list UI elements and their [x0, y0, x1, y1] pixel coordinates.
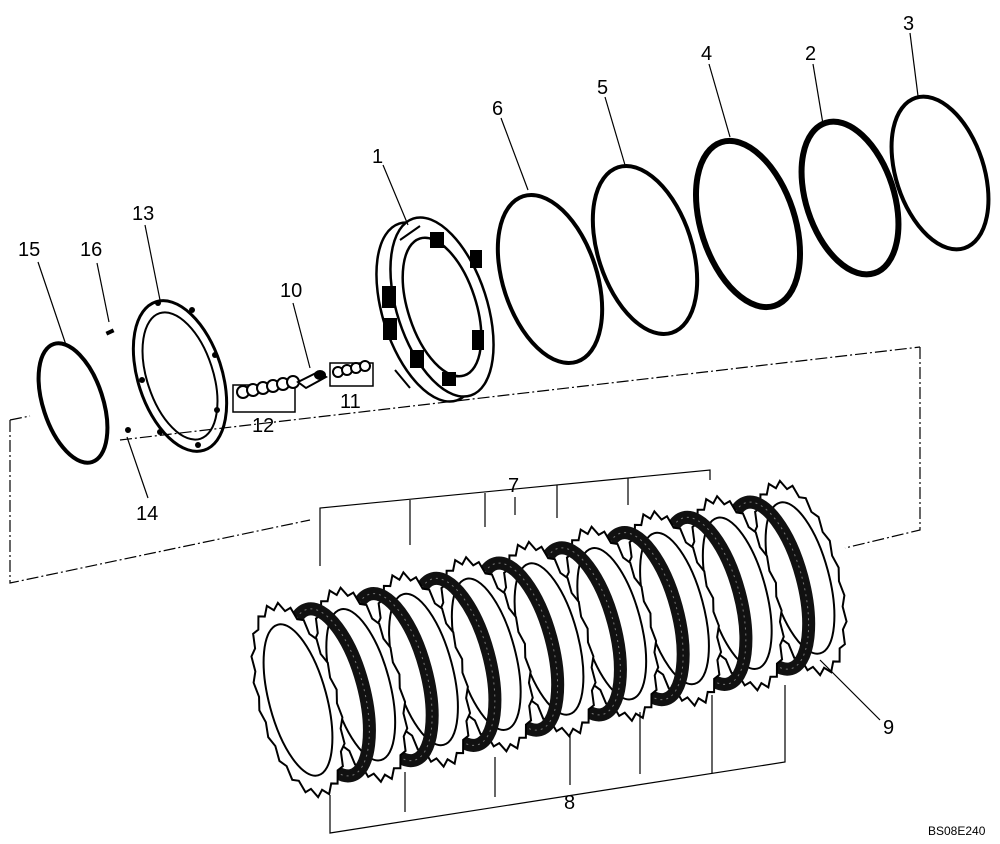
- drawing-reference-code: BS08E240: [928, 824, 986, 838]
- callout-15: 15: [18, 239, 40, 261]
- assembly-connection-line-3: [9, 415, 31, 421]
- callout-4: 4: [701, 43, 712, 65]
- bracket-part-8: [329, 685, 786, 834]
- leader-lines: [37, 32, 919, 721]
- pin-part-16: [105, 328, 115, 336]
- assembly-connection-line-2: [9, 420, 311, 584]
- snap-ring-15: [36, 341, 110, 465]
- callout-3: 3: [903, 13, 914, 35]
- spring-pack-12: [232, 375, 300, 413]
- callout-5: 5: [597, 77, 608, 99]
- piston-part-1: [375, 216, 495, 403]
- assembly-connection-line: [844, 347, 921, 549]
- retainer-plate-13: [131, 299, 229, 453]
- clutch-disc-stack: [250, 479, 848, 799]
- callout-13: 13: [132, 203, 154, 225]
- seal-ring-2: [798, 118, 902, 278]
- callout-1: 1: [372, 146, 383, 168]
- callout-12: 12: [252, 415, 274, 437]
- ball-part-14: [125, 427, 131, 433]
- bracket-part-7: [319, 469, 711, 566]
- callout-2: 2: [805, 43, 816, 65]
- callout-16: 16: [80, 239, 102, 261]
- assembly-connection-line-4: [119, 346, 921, 441]
- callout-9: 9: [883, 717, 894, 739]
- seal-ring-3: [889, 94, 991, 252]
- callout-11: 11: [340, 391, 361, 413]
- seal-ring-5: [590, 163, 700, 337]
- callout-14: 14: [136, 503, 158, 525]
- spring-pack-11: [329, 360, 374, 387]
- steel-plate: [250, 601, 346, 799]
- callout-6: 6: [492, 98, 503, 120]
- spring-part-10: [296, 370, 328, 390]
- seal-ring-4: [692, 137, 804, 311]
- seal-ring-6: [495, 192, 605, 366]
- callout-10: 10: [280, 280, 302, 302]
- callout-7: 7: [508, 475, 519, 497]
- callout-8: 8: [564, 792, 575, 814]
